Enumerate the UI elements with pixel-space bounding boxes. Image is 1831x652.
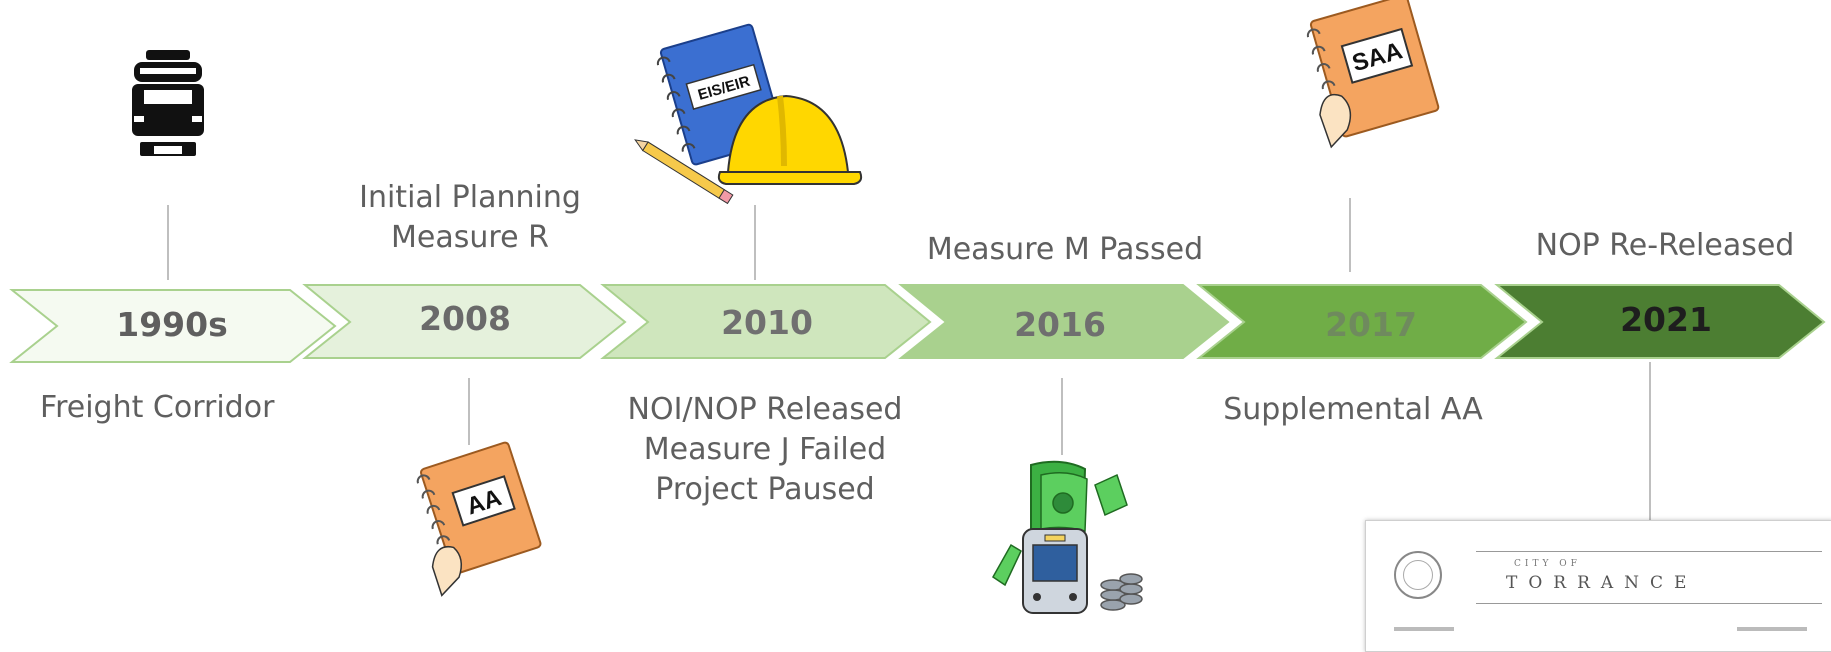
caption-2016: Measure M Passed: [910, 230, 1220, 270]
train-icon: [132, 50, 204, 156]
city-seal-icon: [1394, 551, 1442, 599]
chevron-row: [9, 284, 1826, 363]
connector-lines: [167, 198, 1651, 520]
caption-1990s: Freight Corridor: [40, 388, 274, 428]
caption-2010: NOI/NOP Released Measure J Failed Projec…: [600, 390, 930, 510]
caption-2010-line-1: NOI/NOP Released: [627, 392, 903, 427]
caption-2008-line-2: Measure R: [391, 220, 549, 255]
letterhead-rule-bottom: [1476, 603, 1822, 604]
year-1990s: 1990s: [116, 305, 228, 344]
year-2017: 2017: [1325, 305, 1417, 344]
caption-2016-line-1: Measure M Passed: [926, 232, 1204, 267]
chevron-2017: [1196, 284, 1528, 359]
year-2010: 2010: [721, 303, 813, 342]
caption-1990s-line-1: Freight Corridor: [40, 390, 275, 425]
timeline-graphic: AA EIS/EIR: [9, 0, 1826, 614]
chevron-1990s: [9, 289, 337, 363]
chevron-2008: [302, 284, 627, 359]
caption-2021: NOP Re-Released: [1505, 226, 1825, 266]
money-train-icon: [992, 460, 1143, 614]
caption-2008: Initial Planning Measure R: [345, 178, 595, 258]
caption-2010-line-2: Measure J Failed: [643, 432, 887, 467]
year-2008: 2008: [419, 299, 511, 338]
year-2016: 2016: [1014, 305, 1106, 344]
chevron-2021: [1494, 284, 1826, 359]
hard-hat-icon: [717, 94, 863, 185]
torrance-text: TORRANCE: [1506, 573, 1698, 593]
caption-2008-line-1: Initial Planning: [359, 180, 581, 215]
letterhead-name-right: [1737, 627, 1807, 631]
city-of-text: CITY OF: [1514, 559, 1581, 569]
caption-2021-line-1: NOP Re-Released: [1535, 228, 1795, 263]
caption-2017-line-1: Supplemental AA: [1223, 392, 1483, 427]
torrance-document-icon: CITY OF TORRANCE: [1365, 520, 1831, 652]
letterhead-rule-top: [1476, 551, 1822, 552]
pencil-icon: [634, 139, 734, 205]
year-2021: 2021: [1620, 300, 1712, 339]
saa-notebook-icon: SAA: [1306, 0, 1440, 149]
eis-eir-notebook-hardhat-icon: EIS/EIR: [634, 23, 863, 205]
aa-notebook-icon: AA: [416, 441, 542, 597]
letterhead-name-left: [1394, 627, 1454, 631]
caption-2010-line-3: Project Paused: [655, 472, 875, 507]
chevron-2010: [600, 284, 932, 359]
chevron-2016: [898, 284, 1230, 359]
caption-2017: Supplemental AA: [1208, 390, 1498, 430]
